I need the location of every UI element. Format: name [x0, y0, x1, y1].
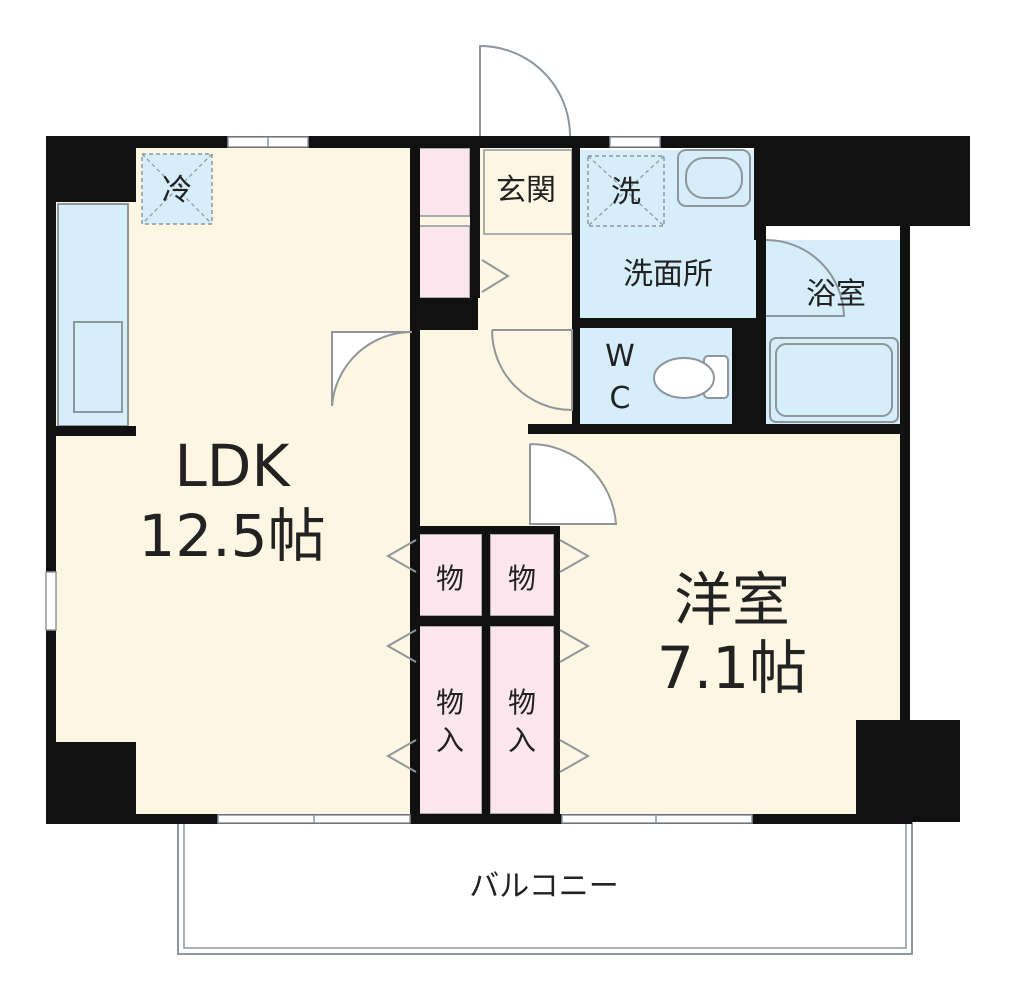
storage-label-left: 物: [436, 562, 464, 595]
fridge-label: 冷: [162, 173, 192, 208]
washer-label: 洗: [611, 175, 641, 210]
western-room-size: 7.1帖: [657, 634, 807, 702]
bath-label: 浴室: [806, 277, 866, 312]
toilet-label-c: C: [610, 381, 631, 416]
closet-left-label-1: 物: [436, 686, 464, 719]
closet-left-label-2: 入: [436, 724, 464, 757]
ldk-name: LDK: [174, 432, 291, 500]
storage-label-right: 物: [508, 562, 536, 595]
sink: [73, 321, 123, 413]
bathtub: [769, 337, 899, 423]
walls: [46, 136, 970, 824]
windows: [45, 136, 753, 824]
entrance-label: 玄関: [496, 173, 556, 208]
balcony-label: バルコニー: [469, 869, 618, 904]
toilet-label-w: W: [605, 339, 635, 374]
doors: [331, 44, 846, 773]
washroom-label: 洗面所: [623, 257, 713, 292]
toilet-bowl: [653, 357, 715, 399]
closet-right-label-2: 入: [508, 724, 536, 757]
floor-areas: [56, 148, 906, 816]
ldk-size: 12.5帖: [138, 502, 325, 570]
western-room-name: 洋室: [674, 566, 790, 634]
closet-right-label-1: 物: [508, 686, 536, 719]
basin: [677, 149, 751, 207]
